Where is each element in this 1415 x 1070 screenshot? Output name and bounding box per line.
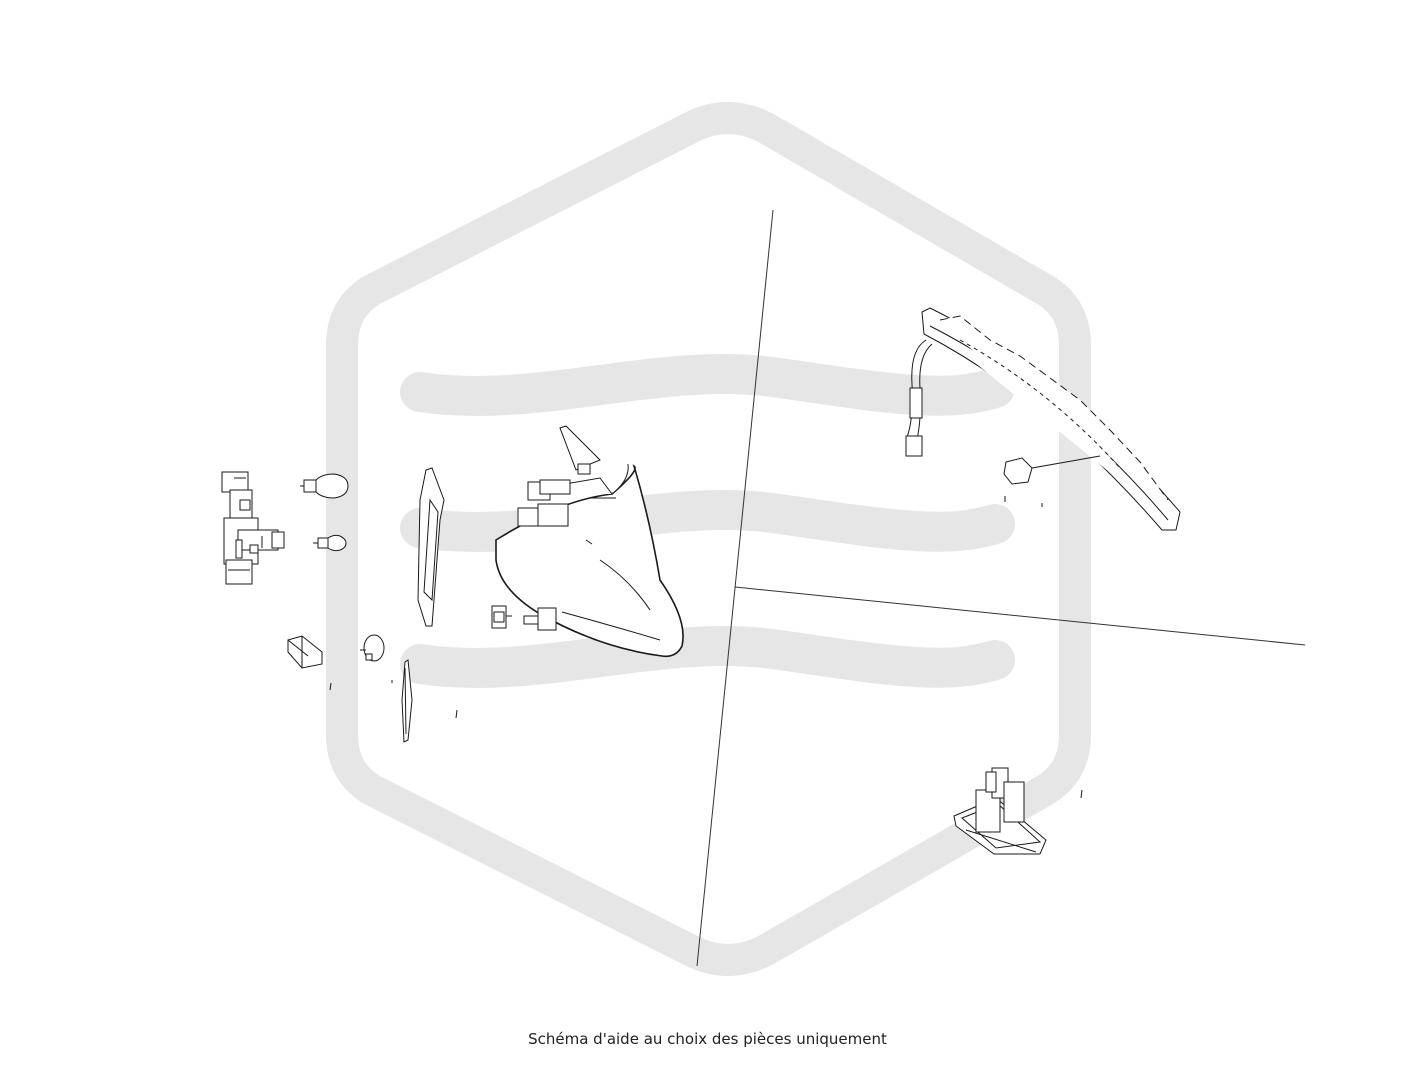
small-rectangular-bulb bbox=[288, 636, 322, 668]
lower-seal-strip bbox=[402, 660, 412, 742]
lamp-gasket bbox=[418, 468, 444, 626]
horizontal-axis-line bbox=[734, 586, 1306, 646]
mounting-nut bbox=[492, 606, 512, 628]
bulb-holder-assembly bbox=[222, 472, 284, 584]
connector-block bbox=[954, 768, 1046, 854]
axis-lines bbox=[696, 209, 1306, 967]
side-bulb bbox=[313, 535, 346, 550]
reference-tick-marks bbox=[329, 496, 1083, 799]
push-clip bbox=[360, 635, 384, 661]
diagram-caption: Schéma d'aide au choix des pièces unique… bbox=[528, 1030, 887, 1048]
hexagon-waves-logo-icon bbox=[326, 102, 1091, 976]
brake-light-connector bbox=[1004, 456, 1100, 484]
brake-light-wiring bbox=[906, 340, 932, 456]
third-brake-light-bar bbox=[922, 308, 1180, 530]
turn-signal-bulb bbox=[300, 474, 348, 498]
lamp-unit-housing bbox=[496, 426, 683, 656]
vertical-axis-line bbox=[696, 209, 774, 967]
